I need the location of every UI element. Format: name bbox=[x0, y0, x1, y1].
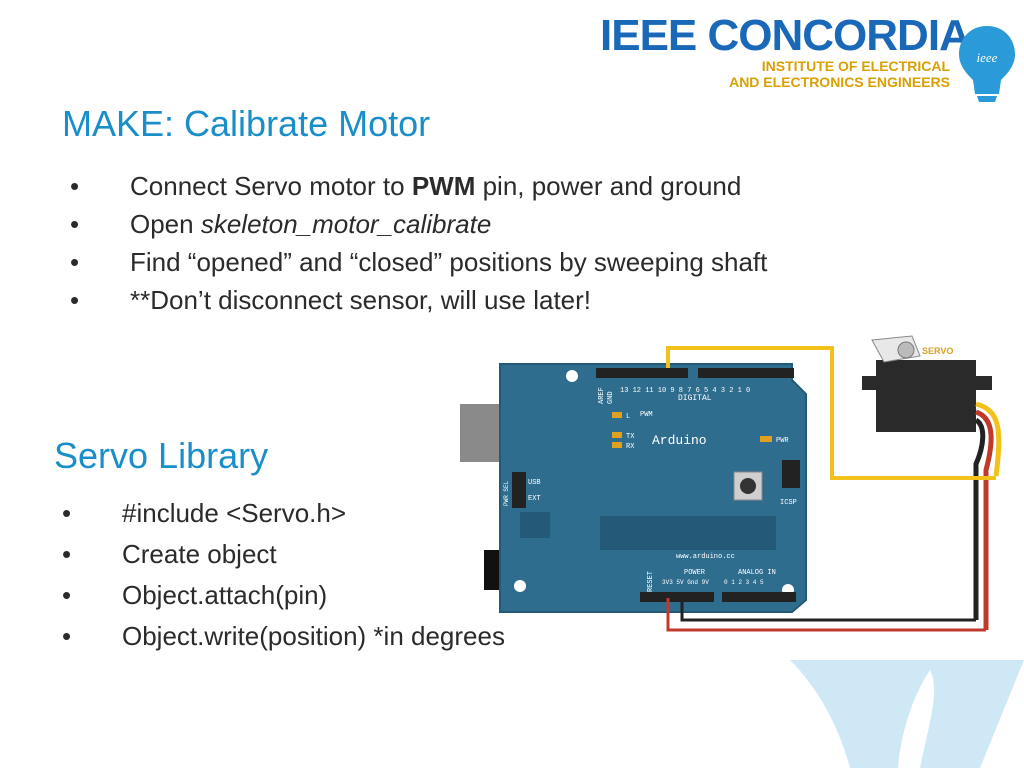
bullet-marker: • bbox=[62, 580, 72, 610]
list-item-text: #include <Servo.h> bbox=[122, 498, 347, 528]
servo-mount-tabs bbox=[862, 376, 992, 390]
logo-subtitle-line2: AND ELECTRONICS ENGINEERS bbox=[729, 74, 950, 90]
icsp-label: ICSP bbox=[780, 499, 797, 507]
analog-label: ANALOG IN bbox=[738, 569, 776, 577]
pwr-label: PWR bbox=[776, 437, 789, 445]
reset-label: RESET bbox=[647, 571, 655, 592]
list-item: • Object.write(position) *in degrees bbox=[62, 616, 622, 657]
aref-label: AREF bbox=[598, 387, 606, 404]
digital-label: DIGITAL bbox=[678, 394, 712, 403]
lightbulb-icon: ieee bbox=[959, 26, 1015, 102]
servo-body bbox=[876, 360, 976, 432]
analog-pins-label: 0 1 2 3 4 5 bbox=[724, 579, 764, 586]
list-item-text: Object.write(position) *in degrees bbox=[122, 621, 505, 651]
bullet-marker: • bbox=[62, 539, 72, 569]
page-title: MAKE: Calibrate Motor bbox=[62, 103, 431, 144]
list-item: • Create object bbox=[62, 534, 622, 575]
l-label: L bbox=[626, 413, 630, 421]
regulator bbox=[520, 512, 550, 538]
list-item-text: Object.attach(pin) bbox=[122, 580, 328, 610]
list-item: • #include <Servo.h> bbox=[62, 493, 622, 534]
signal-jumper-wire bbox=[666, 346, 996, 480]
pwr-sel-jumper bbox=[512, 472, 526, 508]
list-item-text: **Don’t disconnect sensor, will use late… bbox=[130, 285, 592, 315]
servo-shaft bbox=[897, 341, 915, 359]
servo-signal-wire bbox=[975, 401, 1002, 477]
bullet-marker: • bbox=[70, 209, 80, 239]
l-led bbox=[612, 412, 622, 418]
tx-label: TX bbox=[626, 433, 635, 441]
list-item-text: Create object bbox=[122, 539, 277, 569]
list-item: • Open skeleton_motor_calibrate bbox=[70, 205, 950, 243]
pwr-led bbox=[760, 436, 772, 442]
logo-subtitle-line1: INSTITUTE OF ELECTRICAL bbox=[761, 58, 950, 74]
tx-led bbox=[612, 432, 622, 438]
rx-label: RX bbox=[626, 443, 635, 451]
instructions-list: • Connect Servo motor to PWM pin, power … bbox=[70, 167, 950, 319]
board-name: Arduino bbox=[652, 433, 707, 448]
ieee-concordia-logo: IEEE CONCORDIA INSTITUTE OF ELECTRICAL A… bbox=[600, 11, 1020, 102]
pwr-sel-label: PWR SEL bbox=[503, 480, 510, 506]
ext-label: EXT bbox=[528, 495, 541, 503]
pwm-label: PWM bbox=[640, 411, 653, 419]
power-header bbox=[640, 592, 714, 602]
mount-hole bbox=[566, 370, 578, 382]
digital-pins-label: 13 12 11 10 9 8 7 6 5 4 3 2 1 0 bbox=[620, 387, 750, 395]
microcontroller-chip bbox=[600, 516, 776, 550]
bullet-marker: • bbox=[62, 498, 72, 528]
arduino-servo-wiring-diagram: AREF GND 13 12 11 10 9 8 7 6 5 4 3 2 1 0… bbox=[460, 335, 1002, 632]
analog-header bbox=[722, 592, 796, 602]
rx-led bbox=[612, 442, 622, 448]
servo-label: SERVO bbox=[922, 346, 953, 356]
list-item-text: Open skeleton_motor_calibrate bbox=[130, 209, 492, 239]
section-heading: Servo Library bbox=[54, 435, 269, 476]
servo-ground-wire bbox=[973, 417, 986, 620]
board-url: www.arduino.cc bbox=[676, 553, 735, 561]
ground-jumper-wire bbox=[680, 598, 976, 622]
power-jumper-wire bbox=[666, 598, 986, 632]
bullet-marker: • bbox=[70, 247, 80, 277]
bullet-marker: • bbox=[62, 621, 72, 651]
servo-library-list: • #include <Servo.h> • Create object • O… bbox=[62, 493, 622, 657]
list-item: • **Don’t disconnect sensor, will use la… bbox=[70, 281, 950, 319]
digital-header-right bbox=[698, 368, 794, 378]
decorative-background-shape bbox=[790, 660, 1024, 768]
bullet-marker: • bbox=[70, 171, 80, 201]
usb-label: USB bbox=[528, 479, 541, 487]
list-item-text: Connect Servo motor to PWM pin, power an… bbox=[130, 171, 742, 201]
servo-power-wire bbox=[974, 409, 994, 630]
list-item: • Object.attach(pin) bbox=[62, 575, 622, 616]
bullet-marker: • bbox=[70, 285, 80, 315]
digital-header-left bbox=[596, 368, 688, 378]
power-label: POWER bbox=[684, 569, 706, 577]
list-item: • Connect Servo motor to PWM pin, power … bbox=[70, 167, 950, 205]
mount-hole bbox=[514, 580, 526, 592]
icsp-header bbox=[782, 460, 800, 488]
list-item-text: Find “opened” and “closed” positions by … bbox=[130, 247, 768, 277]
gnd-label: GND bbox=[607, 391, 615, 404]
list-item: • Find “opened” and “closed” positions b… bbox=[70, 243, 950, 281]
power-pins-label: 3V3 5V Gnd 9V bbox=[662, 579, 709, 586]
bulb-text: ieee bbox=[977, 50, 998, 65]
logo-title: IEEE CONCORDIA bbox=[600, 11, 971, 60]
reset-button-cap bbox=[740, 478, 756, 494]
